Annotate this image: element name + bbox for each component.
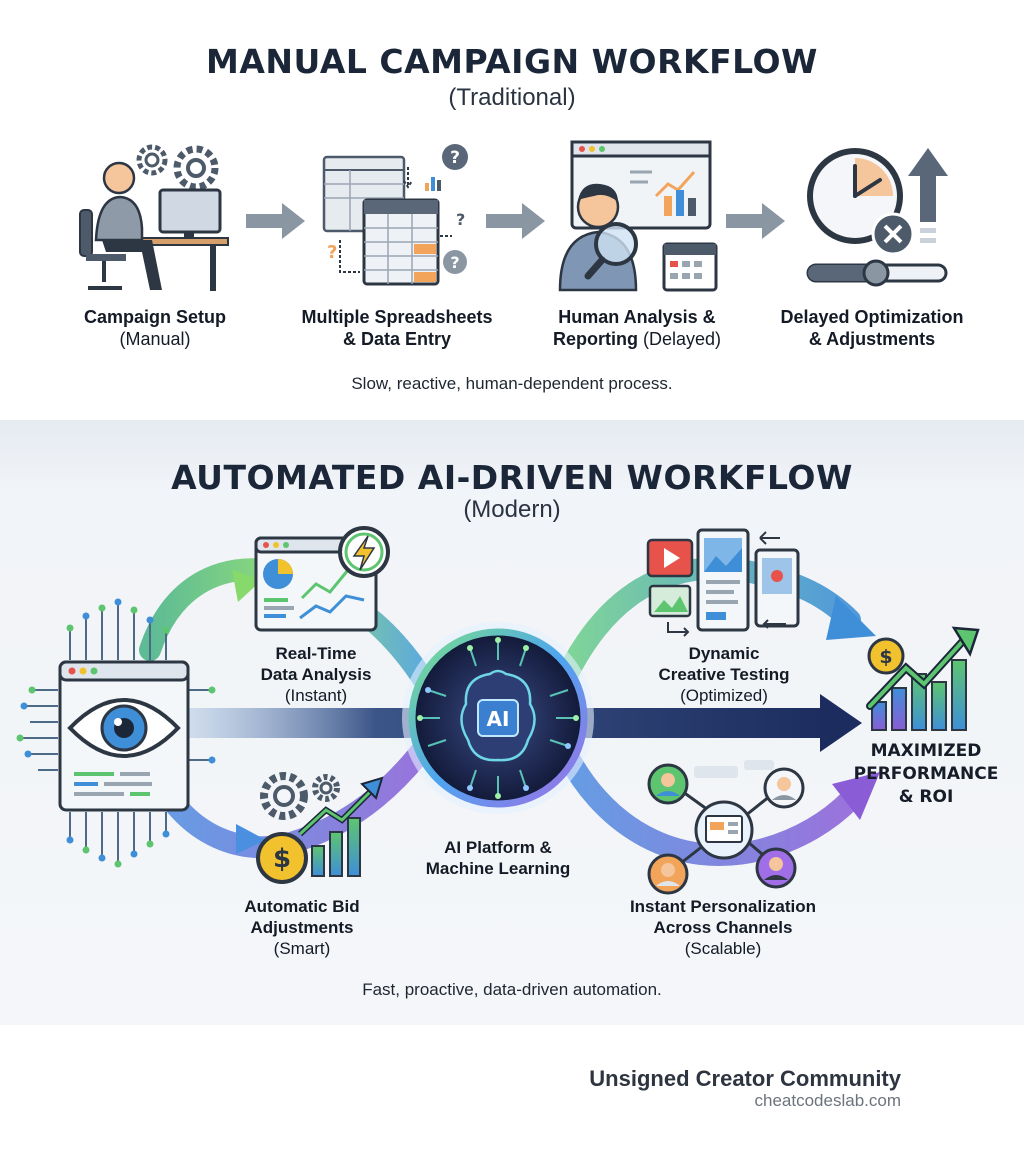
gear-small-icon [312,774,340,802]
node-title-line2: Across Channels [653,918,793,937]
step-title-line2: & Data Entry [342,329,452,349]
delayed-optimization-icon [806,148,948,287]
node-note: (Scalable) [684,939,762,958]
gear-large-icon [173,145,219,191]
node-note: (Smart) [273,939,331,958]
magnifier-icon [584,222,638,280]
step-title: Multiple Spreadsheets [301,307,493,327]
question-icon: ? [443,250,467,274]
node-personalization: Instant Personalization Across Channels … [608,896,838,959]
user-avatar-icon [755,847,797,889]
manual-title: MANUAL CAMPAIGN WORKFLOW [206,42,818,81]
spreadsheets-icon: ? ? ? ? [322,144,468,286]
bid-adjustments-icon: $ [256,772,384,884]
human-analysis-icon [558,140,718,292]
svg-text:?: ? [450,253,459,272]
flow-arrow-head-top-right [826,596,876,640]
step-note: (Manual) [119,329,191,349]
calendar-icon [662,242,718,292]
monitoring-screen-icon [58,660,190,812]
automated-caption: Fast, proactive, data-driven automation. [362,980,662,999]
footer-url[interactable]: cheatcodeslab.com [754,1091,901,1110]
question-icon: ? [442,144,468,170]
node-title-line2: Adjustments [250,918,354,937]
node-note: (Optimized) [680,686,768,705]
user-avatar-icon [763,767,805,809]
svg-text:?: ? [450,148,460,168]
automated-title: AUTOMATED AI-DRIVEN WORKFLOW [171,458,853,497]
manual-subtitle: (Traditional) [448,84,576,111]
circuit-lines [22,604,210,862]
gear-icon [260,772,308,820]
svg-text:$: $ [879,646,892,668]
performance-growth-icon: $ [866,626,980,731]
flow-arrow-2 [486,203,545,239]
step-human-analysis: Human Analysis & Reporting (Delayed) [530,306,744,350]
node-title: AI Platform & [444,838,552,857]
campaign-setup-icon [79,144,229,291]
node-creative-testing: Dynamic Creative Testing (Optimized) [624,643,824,706]
gear-small-icon [136,144,168,176]
node-title: Instant Personalization [629,897,817,916]
step-title: Campaign Setup [83,307,226,327]
svg-text:?: ? [327,242,337,263]
dollar-coin-icon: $ [256,832,308,884]
ai-platform-core: AI [402,622,594,814]
creative-testing-icon [646,528,800,637]
manual-workflow-panel: MANUAL CAMPAIGN WORKFLOW (Traditional) [0,0,1024,420]
node-title: Automatic Bid [244,897,360,916]
node-bid-adjustments: Automatic Bid Adjustments (Smart) [222,896,382,959]
node-title: Dynamic [688,644,760,663]
step-spreadsheets: Multiple Spreadsheets & Data Entry [282,306,512,350]
step-title-line2: Reporting [552,329,638,349]
personalization-hub-icon [647,760,805,895]
node-result: MAXIMIZED PERFORMANCE & ROI [846,740,1006,809]
step-title: Human Analysis & [558,307,716,327]
ai-chip-label: AI [487,707,510,731]
lightning-icon [338,526,390,578]
svg-text:$: $ [273,844,291,874]
result-line3: & ROI [898,787,954,807]
flow-arrow-3 [726,203,785,239]
flow-arrow-1 [246,203,305,239]
dollar-coin-icon: $ [867,637,905,675]
node-title: Real-Time [275,644,357,663]
result-line2: PERFORMANCE [853,764,999,784]
footer-brand: Unsigned Creator Community [589,1066,901,1091]
node-title-line2: Creative Testing [658,665,790,684]
eye-icon [67,698,181,758]
step-delayed-optimization: Delayed Optimization & Adjustments [762,306,982,350]
manual-caption: Slow, reactive, human-dependent process. [351,374,673,393]
step-note: (Delayed) [642,329,722,349]
close-icon [871,212,915,256]
flow-arrow-head-bottom-left [236,824,266,854]
node-title-line2: Data Analysis [260,665,372,684]
realtime-analysis-icon [254,526,390,632]
node-note: (Instant) [284,686,348,705]
automated-subtitle: (Modern) [463,496,561,523]
node-title-line2: Machine Learning [425,859,571,878]
node-ai-platform: AI Platform & Machine Learning [418,837,578,879]
step-title: Delayed Optimization [780,307,964,327]
user-avatar-icon [647,853,689,895]
flow-arrow-head-bottom-right [832,772,880,820]
manual-illustrations: ? ? ? ? [79,140,948,292]
svg-text:?: ? [456,210,465,229]
step-campaign-setup: Campaign Setup (Manual) [60,306,250,350]
user-avatar-icon [647,763,689,805]
node-realtime-analysis: Real-Time Data Analysis (Instant) [236,643,396,706]
step-title-line2: & Adjustments [808,329,936,349]
result-line1: MAXIMIZED [870,741,982,761]
main-flow-arrow-head [820,694,862,752]
